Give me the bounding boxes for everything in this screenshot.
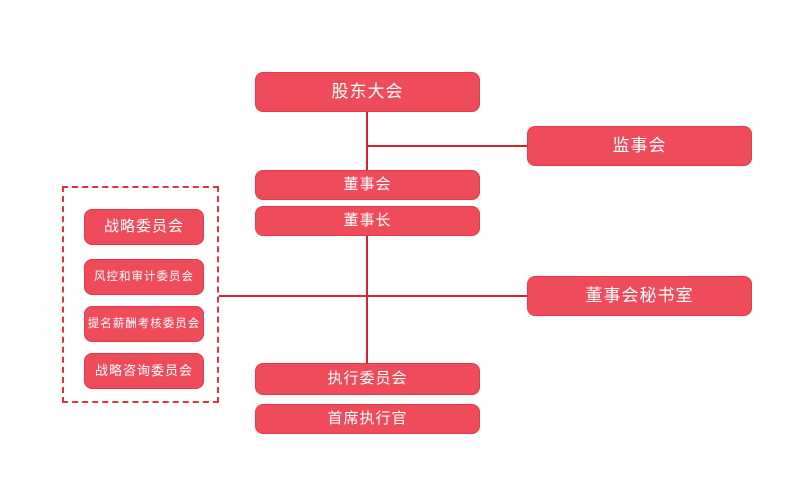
connector-chairman-to-exec	[366, 236, 368, 363]
node-advisory-committee[interactable]: 战略咨询委员会	[84, 353, 204, 389]
connector-board-to-secretariat	[366, 295, 527, 297]
node-shareholders[interactable]: 股东大会	[255, 72, 480, 112]
node-label: 股东大会	[331, 81, 404, 101]
node-board[interactable]: 董事会	[255, 170, 480, 200]
connector-committees-to-board	[219, 295, 366, 297]
node-chairman[interactable]: 董事长	[255, 206, 480, 236]
node-label: 董事会	[343, 175, 392, 193]
node-supervisors[interactable]: 监事会	[527, 126, 752, 166]
node-label: 执行委员会	[327, 369, 408, 387]
node-label: 监事会	[612, 135, 667, 155]
node-label: 战略咨询委员会	[94, 362, 193, 378]
node-label: 董事长	[343, 211, 392, 229]
node-label: 提名薪酬考核委员会	[87, 317, 201, 330]
node-risk-audit-committee[interactable]: 风控和审计委员会	[84, 259, 204, 295]
node-label: 风控和审计委员会	[94, 270, 194, 283]
connector-shareholders-to-board	[366, 112, 368, 170]
node-ceo[interactable]: 首席执行官	[255, 404, 480, 434]
node-label: 战略委员会	[103, 217, 184, 235]
node-strategy-committee[interactable]: 战略委员会	[84, 209, 204, 245]
node-label: 首席执行官	[327, 409, 408, 427]
committee-group-board-committees	[62, 186, 219, 403]
node-nomination-committee[interactable]: 提名薪酬考核委员会	[84, 306, 204, 342]
node-exec-committee[interactable]: 执行委员会	[255, 363, 480, 395]
node-secretariat[interactable]: 董事会秘书室	[527, 276, 752, 316]
connector-shareholders-to-supervisors	[366, 145, 527, 147]
node-label: 董事会秘书室	[585, 285, 694, 305]
